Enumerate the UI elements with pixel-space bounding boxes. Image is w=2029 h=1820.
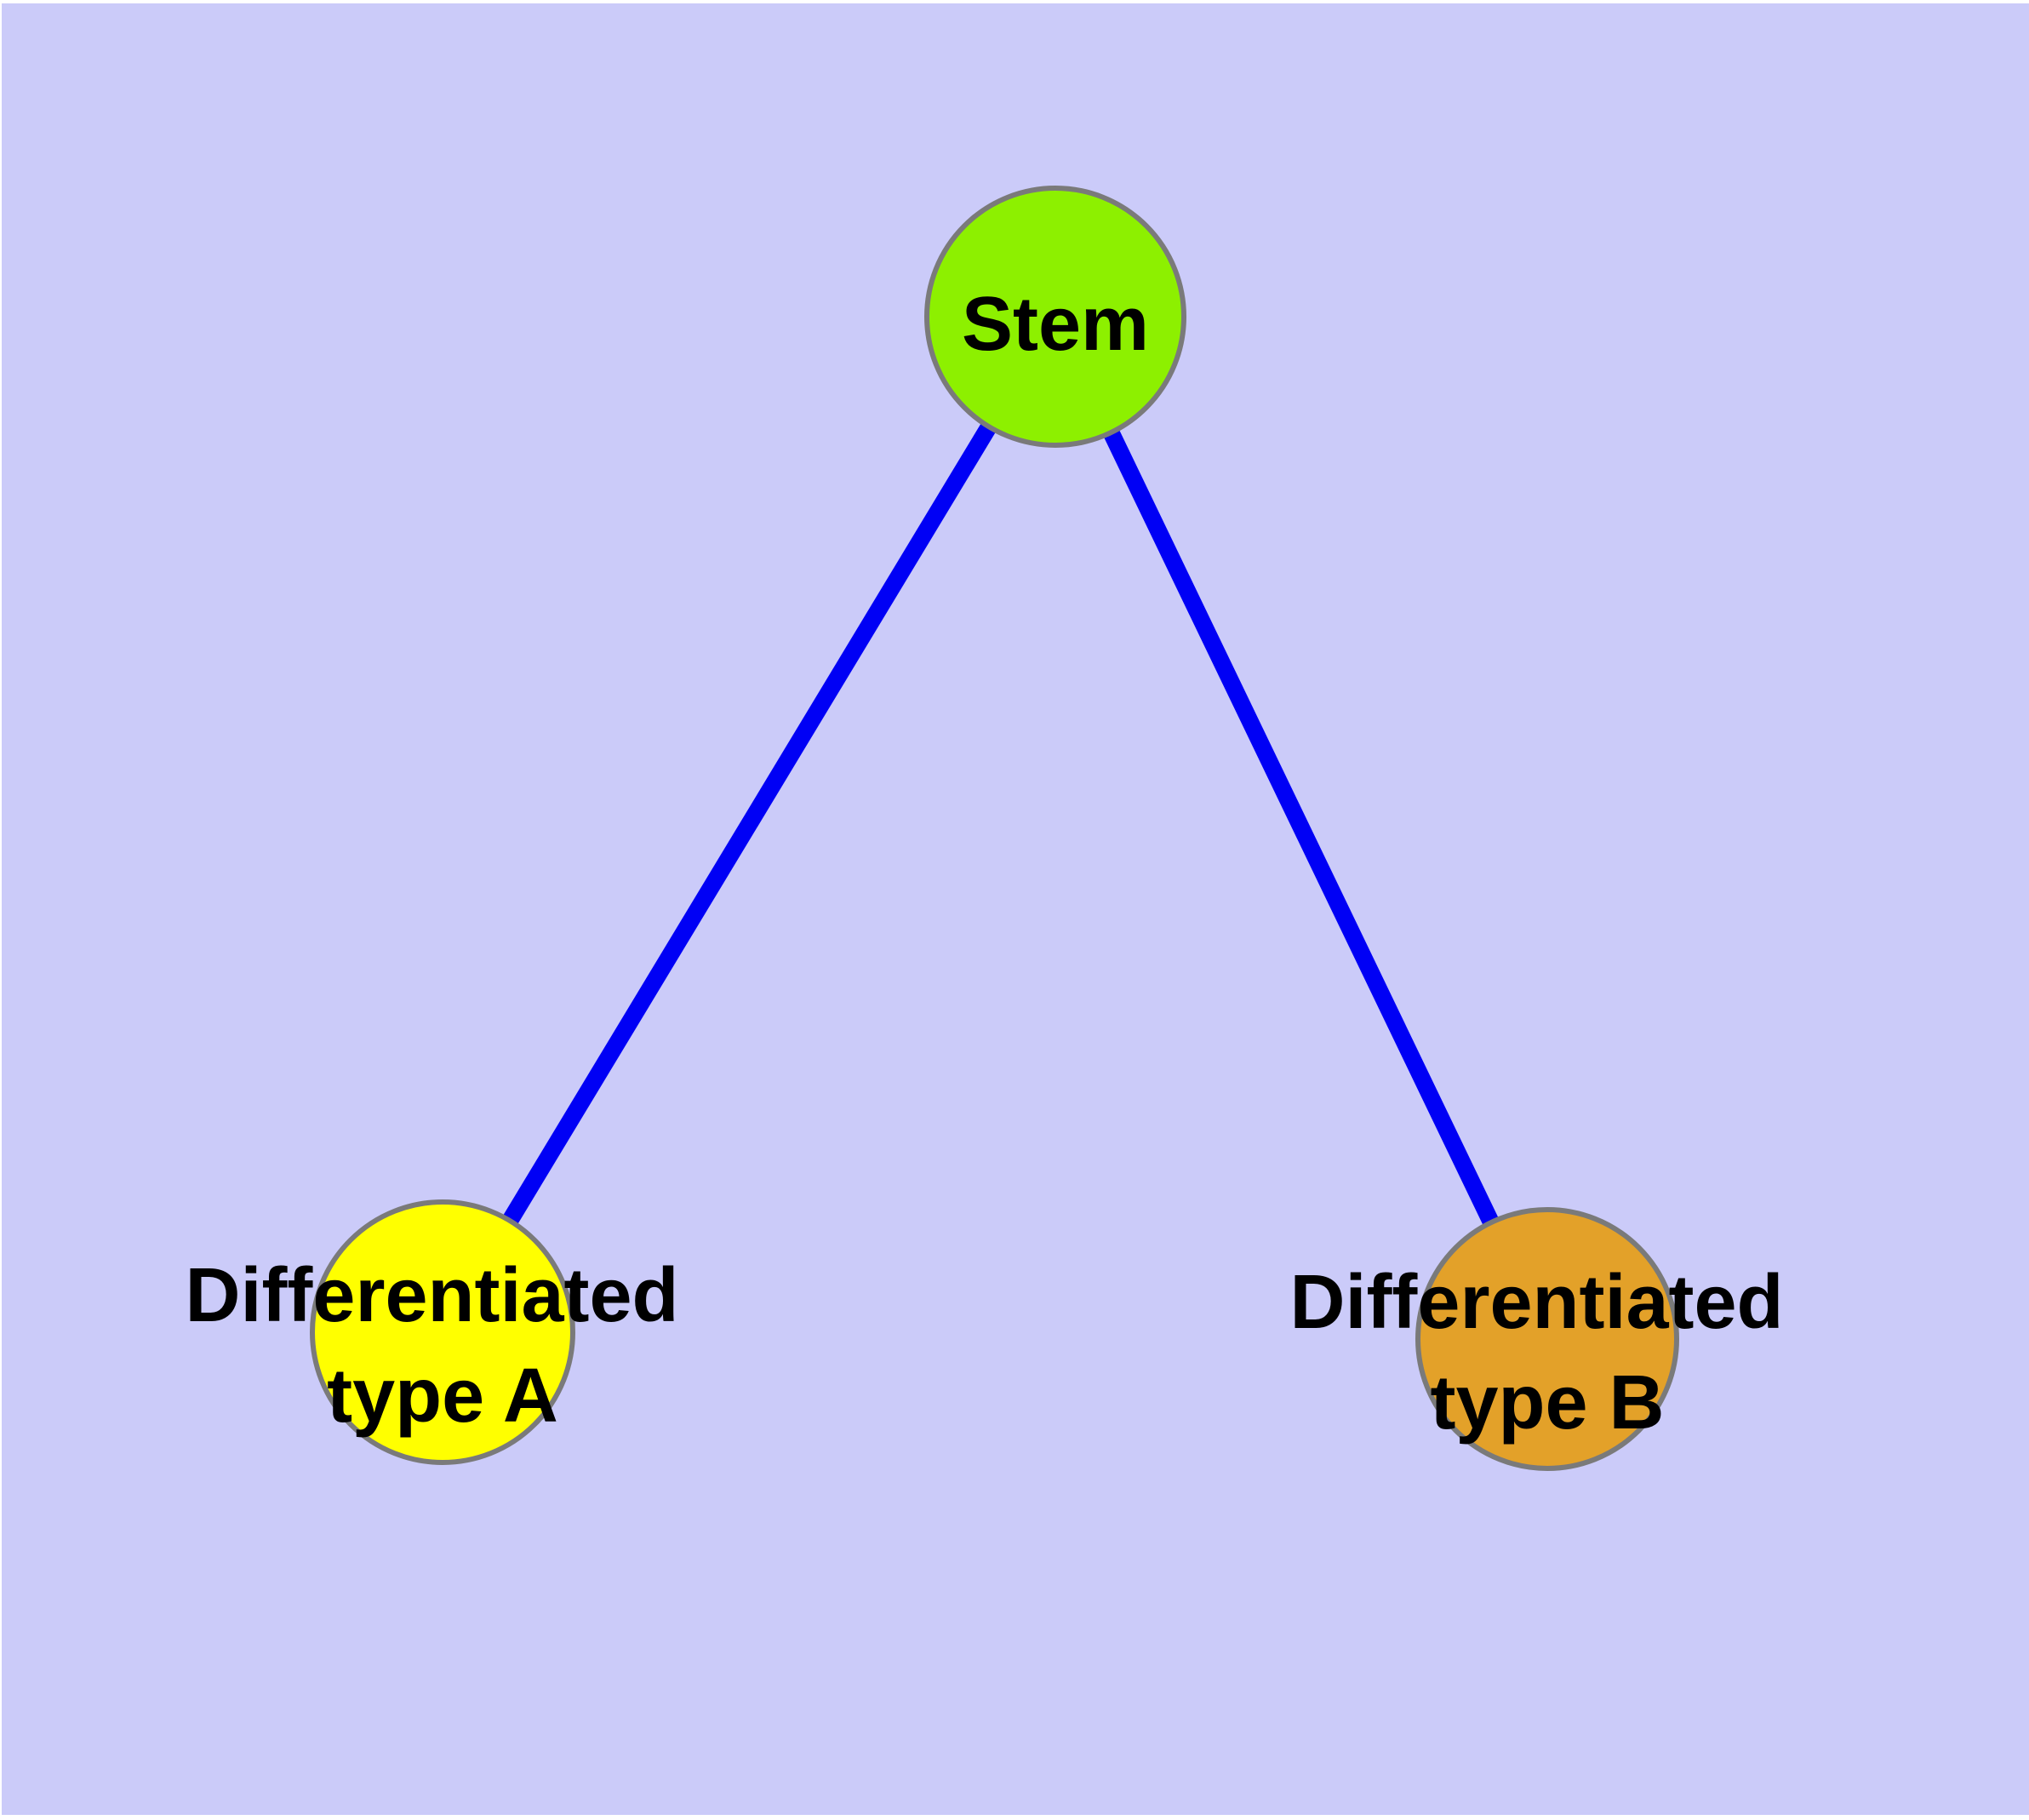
node-stem-label: Stem [962, 282, 1149, 367]
node-type-b-label: Differentiated type B [1289, 1260, 1804, 1445]
edge-stem-to-type-b [1047, 312, 1556, 1343]
node-type-a-label: Differentiated type A [185, 1253, 700, 1439]
node-type-a-label-line1: Differentiated [185, 1253, 678, 1338]
node-type-b-label-line1: Differentiated [1289, 1260, 1783, 1345]
edge-stem-to-type-a [435, 312, 1063, 1337]
node-type-a [310, 1199, 575, 1465]
node-stem-label-line: Stem [962, 282, 1149, 367]
node-type-b-label-line2: type B [1430, 1360, 1664, 1445]
node-type-b [1415, 1207, 1679, 1471]
node-stem [924, 186, 1186, 448]
node-type-a-label-line2: type A [327, 1354, 558, 1439]
